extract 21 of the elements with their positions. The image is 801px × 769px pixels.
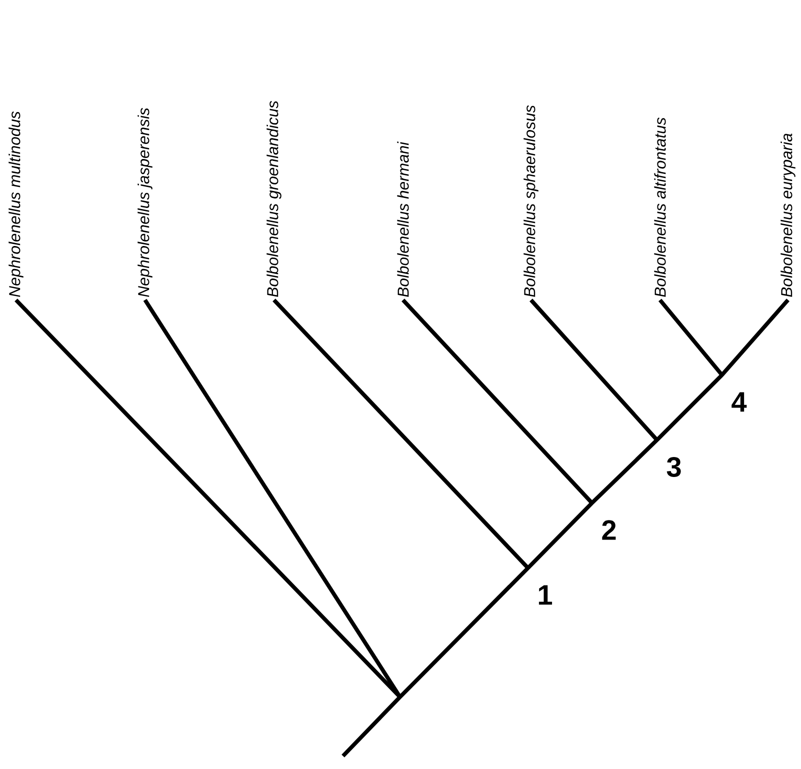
- taxon-label: Nephrolenellus multinodus: [8, 111, 24, 297]
- branch-line: [656, 374, 724, 442]
- taxon-label: Bolbolenellus euryparia: [780, 134, 796, 297]
- branch-number: 3: [666, 457, 681, 477]
- branch-number: 1: [538, 585, 552, 605]
- taxon-label: Nephrolenellus jasperensis: [138, 108, 152, 297]
- branch-line: [398, 566, 530, 698]
- branch-line: [720, 298, 790, 376]
- taxon-label: Bolbolenellus hermani: [397, 141, 409, 297]
- branch-line: [658, 298, 724, 376]
- taxon-label: Bolbolenellus groenlandicus: [266, 100, 282, 297]
- taxon-label: Bolbolenellus sphaerulosus: [524, 105, 538, 297]
- branch-line: [402, 298, 594, 504]
- branch-line: [526, 502, 594, 570]
- taxon-label: Bolbolenellus altifrontatus: [654, 118, 666, 297]
- branch-line: [530, 298, 658, 442]
- stem-line: [342, 696, 402, 758]
- branch-line: [590, 438, 658, 504]
- branch-number: 4: [732, 392, 747, 412]
- branch-number: 2: [602, 520, 616, 540]
- branch-line: [272, 298, 530, 570]
